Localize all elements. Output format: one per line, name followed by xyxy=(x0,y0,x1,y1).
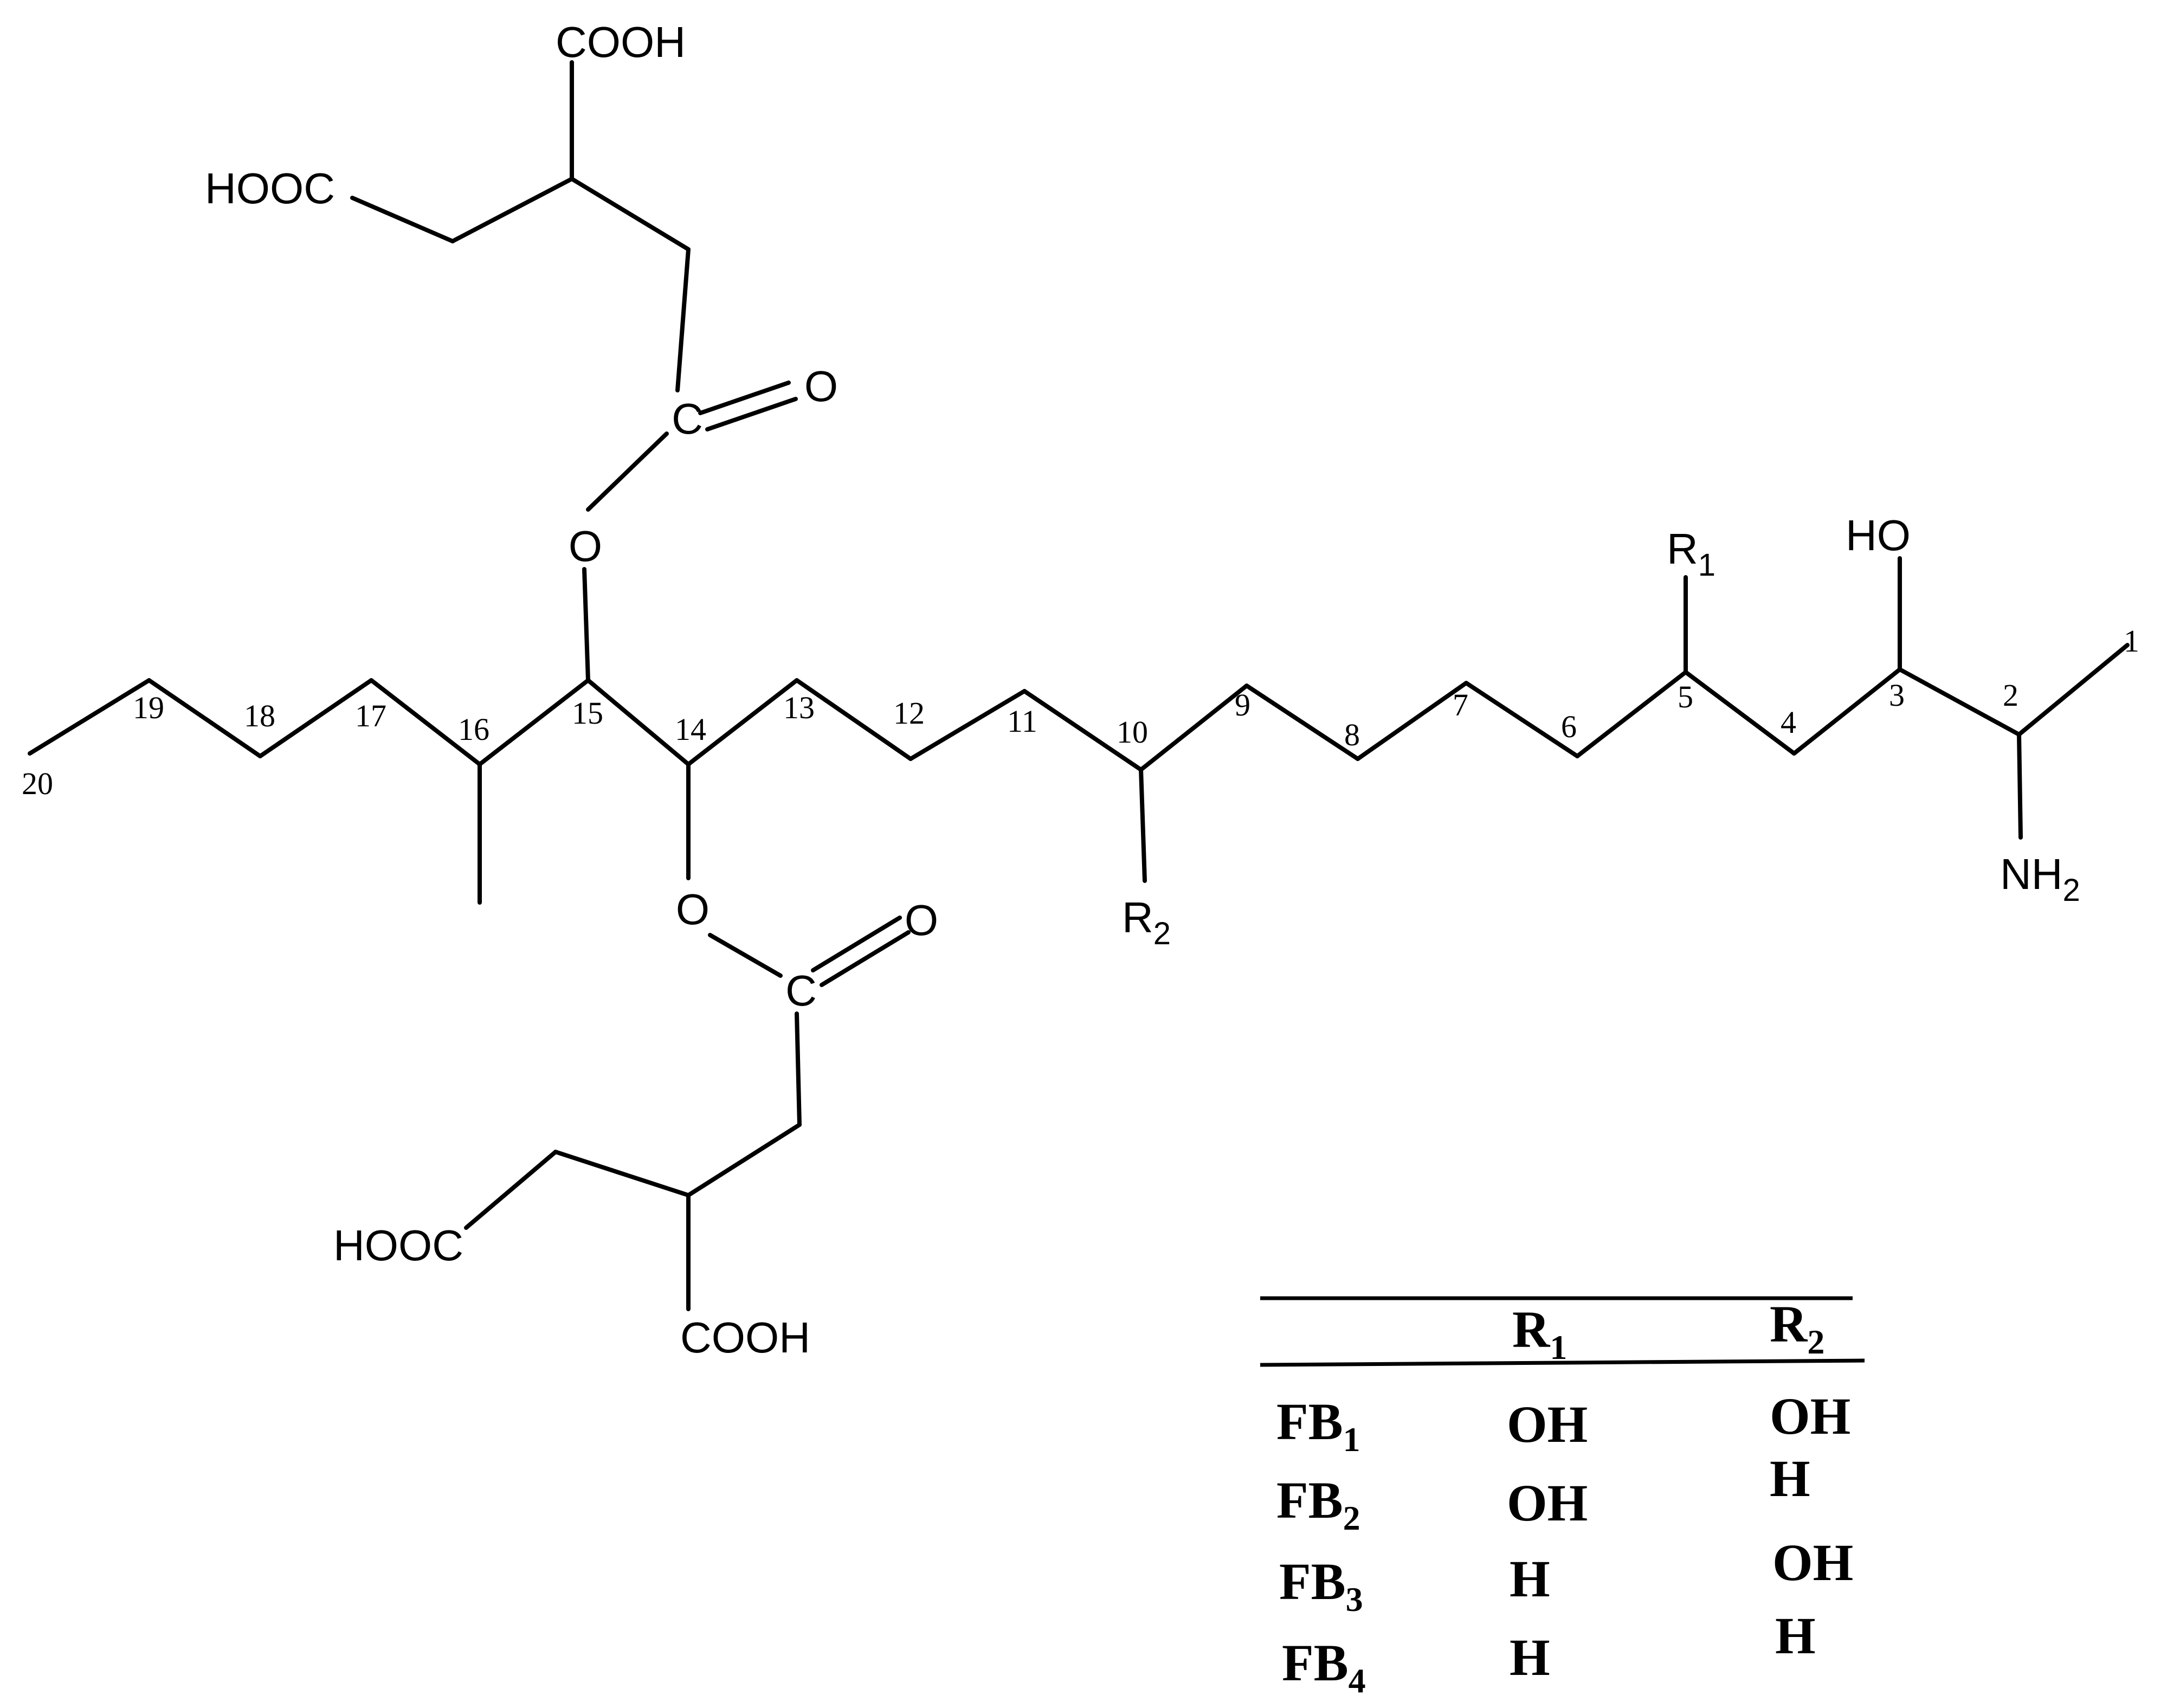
top-ester-o-label: O xyxy=(569,522,602,570)
r1-label: R1 xyxy=(1667,525,1715,583)
carbon-number-16: 16 xyxy=(458,712,489,747)
table-row-r1: OH xyxy=(1507,1474,1588,1532)
bottom-carbonyl-o-label: O xyxy=(905,896,938,944)
top-cooh-label: COOH xyxy=(556,18,686,66)
carbon-number-12: 12 xyxy=(893,695,925,731)
carbon-number-15: 15 xyxy=(572,695,603,731)
table-row-r2: OH xyxy=(1770,1387,1850,1445)
carbon-number-5: 5 xyxy=(1678,679,1693,714)
table-row: FB3 H OH xyxy=(1279,1533,1853,1619)
carbon-number-20: 20 xyxy=(22,766,53,801)
table-row-r2: H xyxy=(1770,1449,1810,1507)
table-row: FB1 OH OH xyxy=(1276,1387,1850,1459)
table-header-r2: R2 xyxy=(1770,1295,1824,1361)
carbon-numbers: 1 2 3 4 5 6 7 8 9 10 11 12 13 14 15 16 1… xyxy=(22,623,2139,801)
bottom-cooh-label: COOH xyxy=(680,1313,810,1362)
carbon-number-17: 17 xyxy=(355,698,386,733)
table-row-name: FB4 xyxy=(1282,1634,1366,1700)
top-carbonyl-o-label: O xyxy=(804,362,838,410)
table-row-r2: H xyxy=(1775,1607,1816,1665)
r2-label: R2 xyxy=(1122,893,1171,951)
table-row-r1: OH xyxy=(1507,1395,1588,1453)
bottom-hooc-label: HOOC xyxy=(333,1221,463,1269)
carbon-number-9: 9 xyxy=(1235,687,1250,723)
top-carbonyl-c-label: C xyxy=(672,395,703,443)
table-row-r1: H xyxy=(1510,1628,1550,1686)
carbon-number-7: 7 xyxy=(1453,687,1468,723)
atom-labels: COOH HOOC C O O O C O HOOC COOH R2 R1 HO… xyxy=(205,18,2080,1362)
nh2-label: NH2 xyxy=(2000,850,2080,908)
table-row-name: FB3 xyxy=(1279,1552,1363,1619)
bottom-carbonyl-c-label: C xyxy=(785,966,817,1015)
table-row-name: FB1 xyxy=(1276,1393,1360,1459)
ho-label: HO xyxy=(1846,511,1911,559)
carbon-number-8: 8 xyxy=(1344,717,1360,752)
substituent-table: R1 R2 FB1 OH OH FB2 OH H FB3 H OH FB4 H … xyxy=(1260,1295,1865,1700)
table-row: FB2 OH H xyxy=(1276,1449,1810,1537)
carbon-number-1: 1 xyxy=(2124,623,2139,659)
bottom-ester-o-label: O xyxy=(676,885,710,933)
table-row-r1: H xyxy=(1510,1550,1550,1608)
table-row-name: FB2 xyxy=(1276,1471,1360,1537)
substituent-bonds xyxy=(350,60,2023,1311)
table-header-rule xyxy=(1260,1358,1865,1367)
carbon-number-10: 10 xyxy=(1117,714,1148,750)
table-header-r1: R1 xyxy=(1512,1300,1567,1367)
table-row: FB4 H H xyxy=(1282,1607,1816,1700)
main-chain-bonds xyxy=(28,643,2130,772)
top-hooc-label: HOOC xyxy=(205,164,335,212)
carbon-number-13: 13 xyxy=(783,690,815,725)
carbon-number-2: 2 xyxy=(2003,678,2018,713)
carbon-number-4: 4 xyxy=(1781,705,1796,740)
carbon-number-19: 19 xyxy=(133,690,164,725)
carbon-number-3: 3 xyxy=(1889,678,1905,713)
carbon-number-18: 18 xyxy=(244,698,275,733)
carbon-number-11: 11 xyxy=(1007,704,1037,739)
table-row-r2: OH xyxy=(1772,1533,1853,1591)
carbon-number-14: 14 xyxy=(675,712,706,747)
carbon-number-6: 6 xyxy=(1561,709,1577,744)
